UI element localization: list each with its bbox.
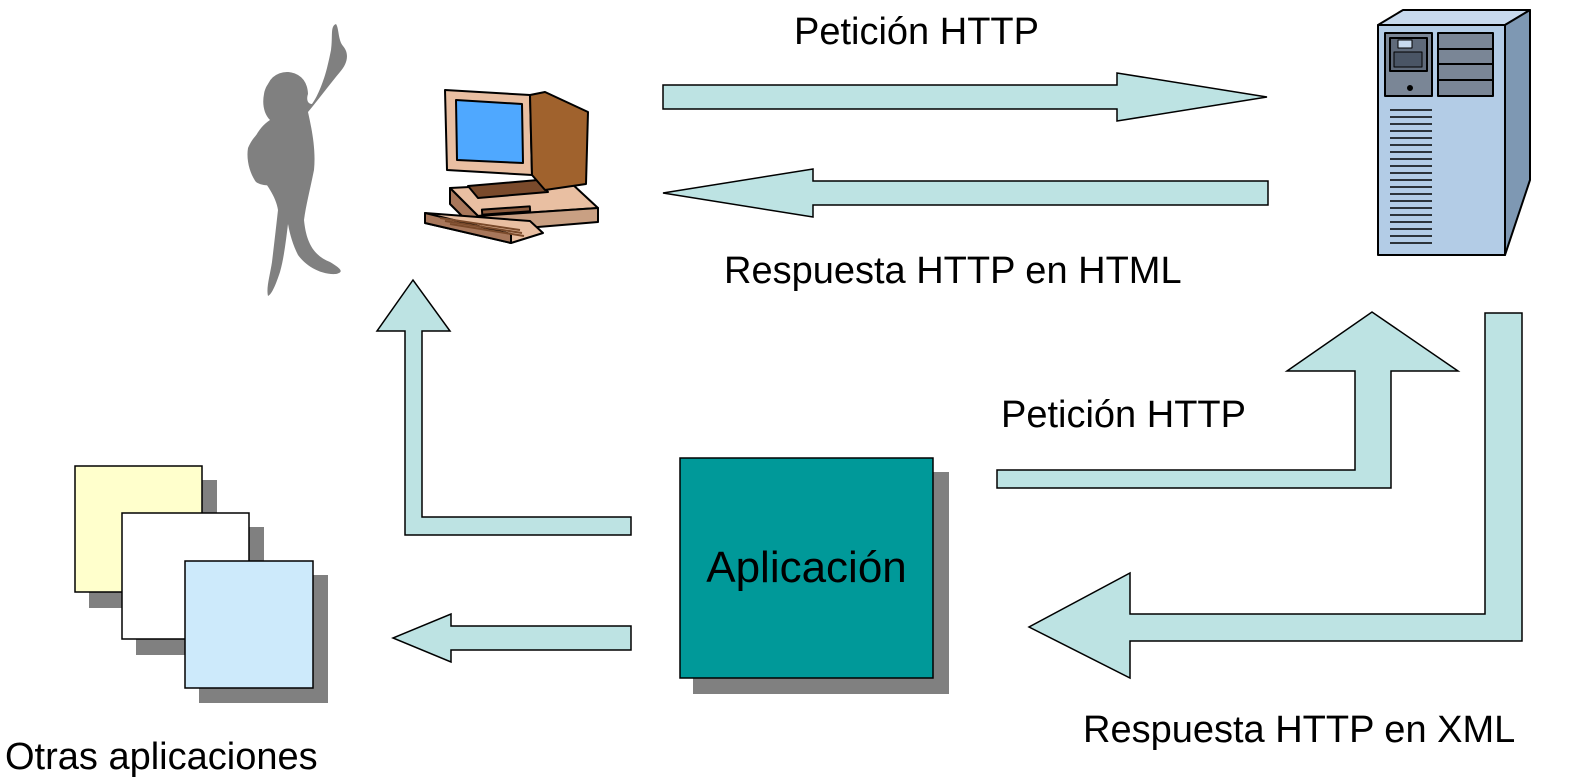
other-apps-label: Otras aplicaciones — [5, 736, 318, 778]
app-request-label: Petición HTTP — [1001, 394, 1246, 436]
server-tower-icon — [1377, 9, 1531, 256]
app-to-computer-arrow — [375, 278, 632, 536]
response-arrow-app — [1027, 312, 1523, 680]
desktop-computer-icon — [424, 89, 599, 244]
request-arrow-app — [996, 311, 1461, 489]
response-arrow-top — [662, 168, 1269, 218]
stacked-pages-icon — [74, 465, 328, 703]
person-pointing-up-icon — [247, 24, 347, 296]
request-arrow-top — [662, 72, 1268, 122]
app-response-label: Respuesta HTTP en XML — [1083, 709, 1516, 751]
top-request-label: Petición HTTP — [794, 11, 1039, 53]
app-to-others-arrow — [391, 612, 632, 664]
application-label: Aplicación — [706, 543, 907, 592]
top-response-label: Respuesta HTTP en HTML — [724, 250, 1182, 292]
application-box — [679, 457, 949, 694]
